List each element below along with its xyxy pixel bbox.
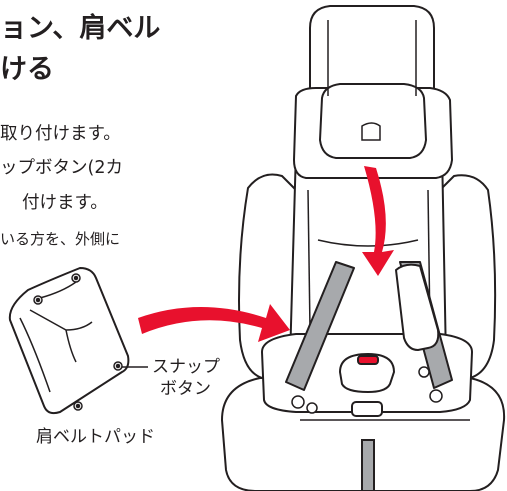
shoulder-belt-pad-label: 肩ベルトパッド: [36, 427, 155, 447]
body-line-4: いる方を、外側に: [0, 230, 121, 248]
body-line-2: ップボタン(2カ: [0, 158, 123, 178]
snap-button-label-line-2: ボタン: [160, 379, 211, 399]
body-line-3: 付けます。: [22, 193, 108, 213]
body-line-1: 取り付けます。: [0, 124, 121, 144]
snap-button-label-line-1: スナップ: [152, 357, 220, 377]
heading-line-1: ョン、肩ベル: [0, 13, 161, 44]
heading-line-2: ける: [0, 54, 54, 85]
